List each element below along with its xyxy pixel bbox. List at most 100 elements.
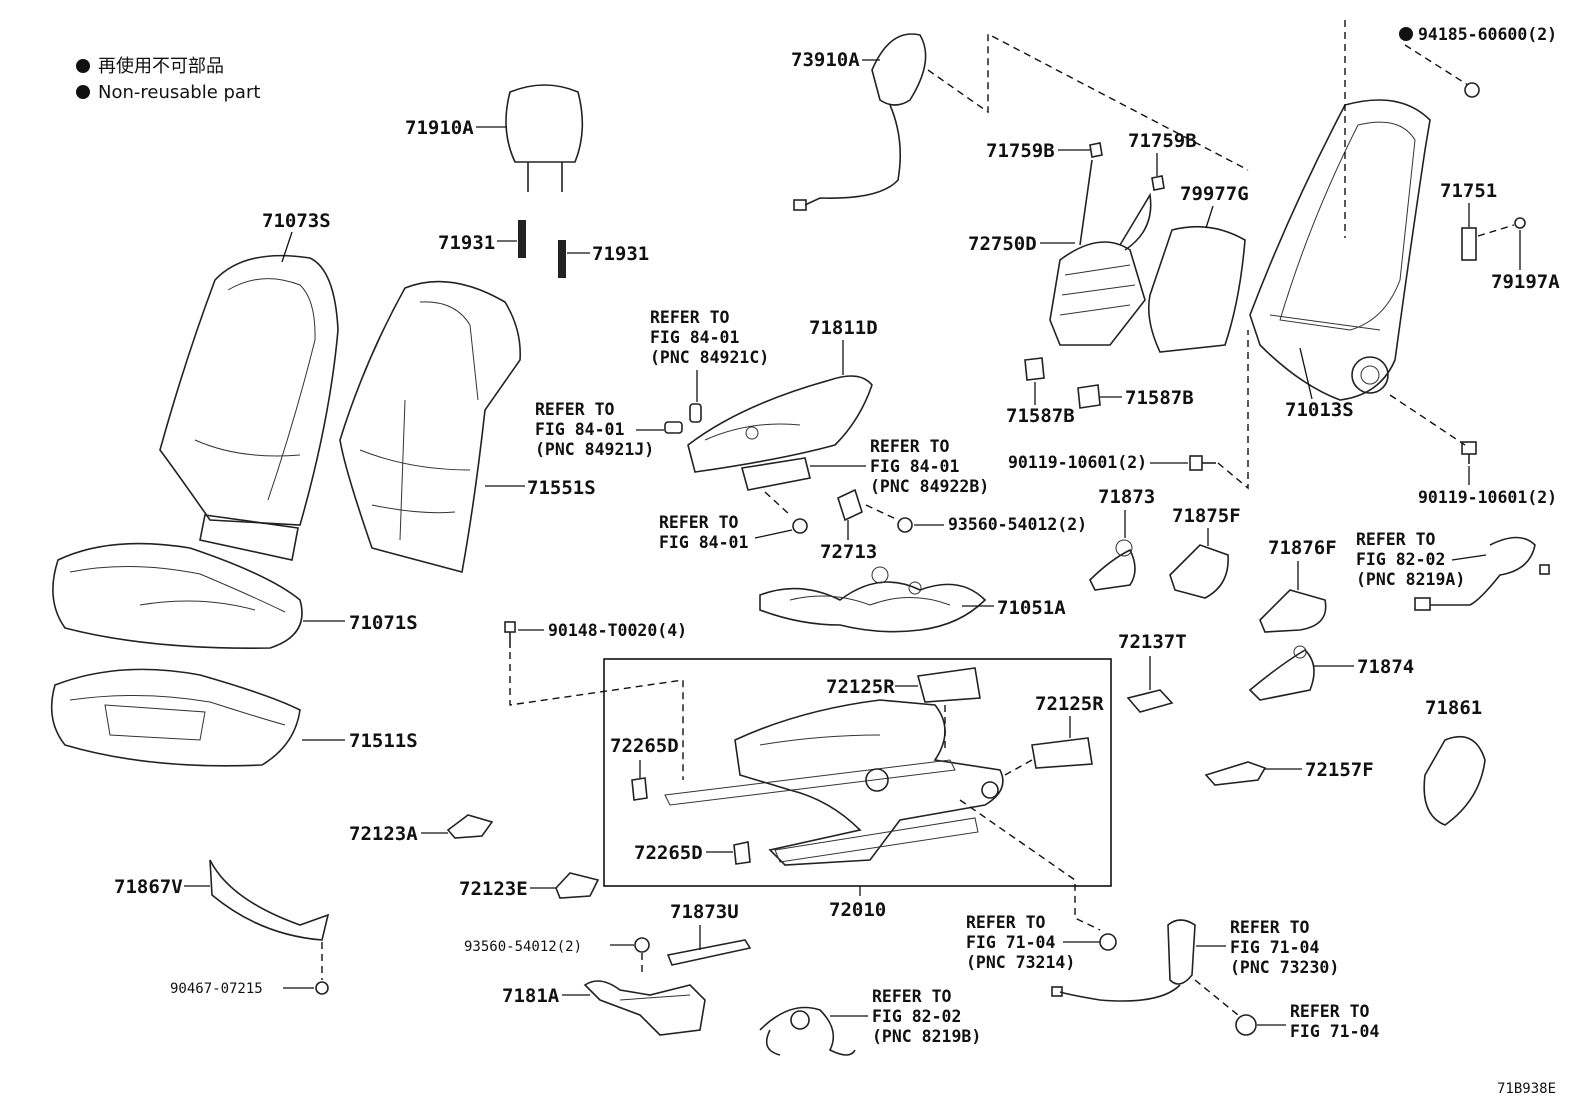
cover-72125R-lower-part (1031, 737, 1093, 769)
label-71875F: 71875F (1172, 505, 1241, 527)
refer-84922B-l3: (PNC 84922B) (870, 477, 989, 496)
refer-8219B-l3: (PNC 8219B) (872, 1027, 981, 1046)
refer-84-01-l2: FIG 84-01 (659, 533, 748, 552)
label-72125R-upper: 72125R (826, 676, 895, 698)
legend: 再使用不可部品 Non-reusable part (76, 56, 260, 103)
lumbar-support-part (1049, 159, 1152, 346)
refer-73230-l1: REFER TO (1230, 918, 1310, 937)
cover-72137T-part (1126, 689, 1174, 713)
cover-71876F-part (1259, 589, 1327, 633)
label-90119-left: 90119-10601(2) (1008, 453, 1147, 472)
refer-84-01-l1: REFER TO (659, 513, 739, 532)
label-71873U: 71873U (670, 901, 739, 923)
refer-84921C-l3: (PNC 84921C) (650, 348, 769, 367)
label-72010: 72010 (829, 899, 886, 921)
refer-73230-l2: FIG 71-04 (1230, 938, 1319, 957)
side-airbag-part (793, 33, 927, 211)
knob-84921C-part (689, 403, 702, 423)
label-71873: 71873 (1098, 486, 1155, 508)
label-71587B-right: 71587B (1125, 387, 1194, 409)
nut-71-04-part (1235, 1014, 1257, 1036)
refer-8219B-l2: FIG 82-02 (872, 1007, 961, 1026)
cover-71873U-part (666, 939, 752, 966)
screw-93560-part (897, 517, 913, 533)
label-71931-left: 71931 (438, 232, 495, 254)
label-71587B-left: 71587B (1006, 405, 1075, 427)
label-71876F: 71876F (1268, 537, 1337, 559)
nut-94185-part (1464, 82, 1480, 98)
clip-71587B-left-part (1024, 357, 1045, 381)
non-reusable-bullet-icon (76, 85, 90, 99)
label-71811D: 71811D (809, 317, 878, 339)
non-reusable-bullet-icon (1399, 27, 1413, 41)
refer-84922B-l2: FIG 84-01 (870, 457, 959, 476)
label-71861: 71861 (1425, 697, 1482, 719)
clip-71759B-left-part (1089, 142, 1103, 158)
refer-8219A-l2: FIG 82-02 (1356, 550, 1445, 569)
refer-73230-l3: (PNC 73230) (1230, 958, 1339, 977)
clip-72123A-part (446, 814, 494, 839)
cover-71873-part (1089, 548, 1136, 591)
label-72123E: 72123E (459, 878, 528, 900)
label-90148: 90148-T0020(4) (548, 621, 687, 640)
refer-73214-l1: REFER TO (966, 913, 1046, 932)
label-71551S: 71551S (527, 477, 596, 499)
refer-71-04-l1: REFER TO (1290, 1002, 1370, 1021)
seatbelt-buckle-part (1051, 919, 1196, 1002)
cover-71874-part (1248, 648, 1315, 701)
label-93560-b: 93560-54012(2) (464, 939, 582, 955)
seat-adjuster-part (664, 699, 1004, 866)
wire-harness-8219B-part (759, 1006, 856, 1056)
refer-84921J-l3: (PNC 84921J) (535, 440, 654, 459)
diagram-code: 71B938E (1497, 1081, 1556, 1097)
label-71051A: 71051A (997, 597, 1066, 619)
clip-71759B-right-part (1151, 175, 1165, 191)
refer-73214-l2: FIG 71-04 (966, 933, 1055, 952)
cover-71751-part (1461, 227, 1477, 261)
label-71910A: 71910A (405, 117, 474, 139)
clip-72265D-lower-part (733, 841, 751, 865)
bracket-72713-part (837, 488, 863, 522)
label-72265D-upper: 72265D (610, 735, 679, 757)
clip-72123E-part (555, 872, 600, 899)
refer-84921J-l2: FIG 84-01 (535, 420, 624, 439)
label-72750D: 72750D (968, 233, 1037, 255)
cover-72125R-upper-part (916, 667, 981, 703)
seat-cushion-cover-part (52, 542, 303, 649)
label-71071S: 71071S (349, 612, 418, 634)
label-71759B-right: 71759B (1128, 130, 1197, 152)
label-71931-right: 71931 (592, 243, 649, 265)
refer-8219A-l3: (PNC 8219A) (1356, 570, 1465, 589)
cover-72157F-part (1204, 761, 1267, 786)
seat-cushion-pad-part (50, 668, 301, 767)
bolt-90148-part (504, 621, 516, 648)
clip-90467-part (315, 981, 329, 995)
label-79197A: 79197A (1491, 271, 1560, 293)
clip-79197A-part (1514, 217, 1526, 229)
label-73910A: 73910A (791, 49, 860, 71)
bolt-90119-left-part (1189, 455, 1216, 471)
label-90119-right: 90119-10601(2) (1418, 488, 1557, 507)
cover-71861-part (1423, 735, 1486, 826)
label-71013S: 71013S (1285, 399, 1354, 421)
side-shield-part (687, 375, 873, 473)
seatback-frame-part (1249, 99, 1431, 401)
refer-71-04-l2: FIG 71-04 (1290, 1022, 1379, 1041)
label-72265D-lower: 72265D (634, 842, 703, 864)
panel-71867V-part (209, 859, 330, 941)
label-79977G: 79977G (1180, 183, 1249, 205)
bolt-84-01-part (792, 518, 808, 534)
bracket-84922B-part (740, 457, 811, 491)
label-71073S: 71073S (262, 210, 331, 232)
pad-79977G-part (1147, 225, 1246, 353)
legend-line-en: Non-reusable part (98, 82, 260, 103)
refer-84922B-l1: REFER TO (870, 437, 950, 456)
cap-73214-part (1099, 933, 1117, 951)
label-94185: 94185-60600(2) (1418, 25, 1557, 44)
clip-72265D-upper-part (631, 777, 648, 801)
refer-8219A-l1: REFER TO (1356, 530, 1436, 549)
label-72125R-lower: 72125R (1035, 693, 1104, 715)
label-90467-07215: 90467-07215 (170, 981, 263, 997)
label-72157F: 72157F (1305, 759, 1374, 781)
